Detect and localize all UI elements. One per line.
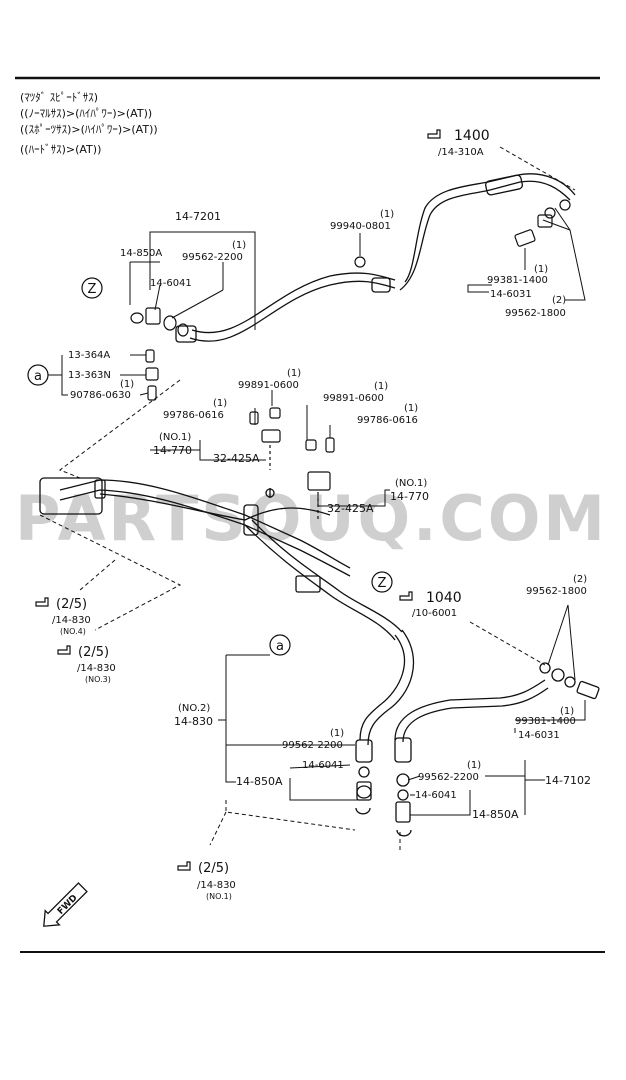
label-ref-1400: 1400 bbox=[454, 128, 490, 144]
marker-a-lower bbox=[269, 634, 291, 656]
label-qty-1-g: (1) bbox=[374, 381, 388, 392]
marker-a-lower-label: a bbox=[276, 639, 284, 654]
label-13-364A: 13-364A bbox=[68, 350, 110, 361]
left-brackets bbox=[145, 349, 159, 401]
label-32-425A-left: 32-425A bbox=[213, 452, 260, 465]
label-ref-1040: 1040 bbox=[426, 590, 462, 606]
label-99381-1400-upper: 99381-1400 bbox=[487, 275, 548, 286]
label-ref-10-6001: /10-6001 bbox=[412, 608, 457, 619]
lower-left-hose bbox=[355, 629, 415, 815]
header-line-1: (ﾏﾂﾀﾞ ｽﾋﾟｰﾄﾞｻｽ) bbox=[20, 91, 99, 104]
label-14-7102: 14-7102 bbox=[545, 774, 591, 787]
label-qty-1-j: (1) bbox=[330, 728, 344, 739]
upper-hose bbox=[175, 173, 576, 343]
label-14-7201: 14-7201 bbox=[175, 210, 221, 223]
header-line-3: ((ｽﾎﾟｰﾂｻｽ)>(ﾊｲﾊﾟﾜｰ)>(AT)) bbox=[20, 123, 158, 136]
label-ref-14-830-c: /14-830 bbox=[197, 880, 236, 891]
label-32-425A-right: 32-425A bbox=[327, 502, 374, 515]
upper-right-fittings bbox=[354, 199, 571, 268]
ref-icon-25-b bbox=[57, 645, 71, 655]
label-ref-no1: (NO.1) bbox=[206, 892, 232, 901]
label-ref-25-a: (2/5) bbox=[56, 597, 87, 612]
fwd-arrow-icon: FWD bbox=[43, 882, 88, 927]
label-no1-left: (NO.1) bbox=[159, 432, 191, 443]
pipe-assembly bbox=[39, 477, 403, 641]
label-99381-1400-lower: 99381-1400 bbox=[515, 716, 576, 727]
label-ref-14-310A: /14-310A bbox=[438, 147, 484, 158]
marker-z-upper bbox=[81, 277, 103, 299]
label-qty-2-a: (2) bbox=[552, 295, 566, 306]
label-qty-1-b: (1) bbox=[380, 209, 394, 220]
label-qty-1-c: (1) bbox=[534, 264, 548, 275]
label-14-830: 14-830 bbox=[174, 715, 213, 728]
label-99562-2200-lowerright: 99562-2200 bbox=[418, 772, 479, 783]
label-13-363N: 13-363N bbox=[68, 370, 111, 381]
label-99891-0600-left: 99891-0600 bbox=[238, 380, 299, 391]
label-qty-1-h: (1) bbox=[404, 403, 418, 414]
label-99891-0600-right: 99891-0600 bbox=[323, 393, 384, 404]
label-ref-25-b: (2/5) bbox=[78, 645, 109, 660]
label-qty-1-f: (1) bbox=[213, 398, 227, 409]
label-99786-0616-right: 99786-0616 bbox=[357, 415, 418, 426]
label-no1-right: (NO.1) bbox=[395, 478, 427, 489]
label-qty-1-i: (1) bbox=[560, 706, 574, 717]
label-14-770-right: 14-770 bbox=[390, 490, 429, 503]
label-14-850A-lowerright: 14-850A bbox=[472, 808, 519, 821]
header-line-4: ((ﾊｰﾄﾞｻｽ)>(AT)) bbox=[20, 143, 102, 156]
label-99562-1800-lower: 99562-1800 bbox=[526, 586, 587, 597]
ref-icon-1040 bbox=[399, 591, 413, 601]
label-99562-2200-upper: 99562-2200 bbox=[182, 252, 243, 263]
label-no2: (NO.2) bbox=[178, 703, 210, 714]
label-14-850A-upper: 14-850A bbox=[120, 248, 162, 259]
label-ref-14-830-b: /14-830 bbox=[77, 663, 116, 674]
label-14-6031-lower: 14-6031 bbox=[518, 730, 560, 741]
label-90786-0630: 90786-0630 bbox=[70, 390, 131, 401]
ref-icon-25-c bbox=[177, 861, 191, 871]
label-qty-1-e: (1) bbox=[287, 368, 301, 379]
marker-z-upper-label: Z bbox=[88, 282, 97, 297]
marker-z-lower bbox=[371, 571, 393, 593]
label-ref-25-c: (2/5) bbox=[198, 861, 229, 876]
label-99562-2200-lowerleft: 99562-2200 bbox=[282, 740, 343, 751]
label-14-6031-upper: 14-6031 bbox=[490, 289, 532, 300]
leader-lines bbox=[39, 146, 586, 850]
label-ref-14-830-a: /14-830 bbox=[52, 615, 91, 626]
marker-a-left-label: a bbox=[34, 369, 42, 384]
label-ref-no4: (NO.4) bbox=[60, 627, 86, 636]
label-qty-1-a: (1) bbox=[232, 240, 246, 251]
ref-icon-1400 bbox=[427, 129, 441, 139]
upper-left-fittings bbox=[130, 307, 189, 337]
label-14-6041-upper: 14-6041 bbox=[150, 278, 192, 289]
label-99940-0801: 99940-0801 bbox=[330, 221, 391, 232]
watermark: PARTSOUQ.COM bbox=[15, 482, 605, 555]
label-qty-1-d: (1) bbox=[120, 379, 134, 390]
label-99786-0616-left: 99786-0616 bbox=[163, 410, 224, 421]
label-14-770-left: 14-770 bbox=[153, 444, 192, 457]
label-14-6041-lowerleft: 14-6041 bbox=[302, 760, 344, 771]
label-qty-1-k: (1) bbox=[467, 760, 481, 771]
fwd-label: FWD bbox=[56, 893, 80, 917]
marker-z-lower-label: Z bbox=[378, 576, 387, 591]
lower-right-hose bbox=[394, 662, 600, 837]
label-qty-2-b: (2) bbox=[573, 574, 587, 585]
circle-markers: Z a Z a bbox=[27, 277, 393, 656]
ref-icon-25-a bbox=[35, 597, 49, 607]
callout-labels: 14-7201 14-850A (1) 99562-2200 14-6041 (… bbox=[52, 128, 591, 901]
marker-a-left bbox=[27, 364, 49, 386]
label-ref-no3: (NO.3) bbox=[85, 675, 111, 684]
header-line-2: ((ﾉｰﾏﾙｻｽ)>(ﾊｲﾊﾟﾜｰ)>(AT)) bbox=[20, 107, 153, 120]
label-99562-1800-upper: 99562-1800 bbox=[505, 308, 566, 319]
label-14-850A-lowerleft: 14-850A bbox=[236, 775, 283, 788]
label-14-6041-lowerright: 14-6041 bbox=[415, 790, 457, 801]
